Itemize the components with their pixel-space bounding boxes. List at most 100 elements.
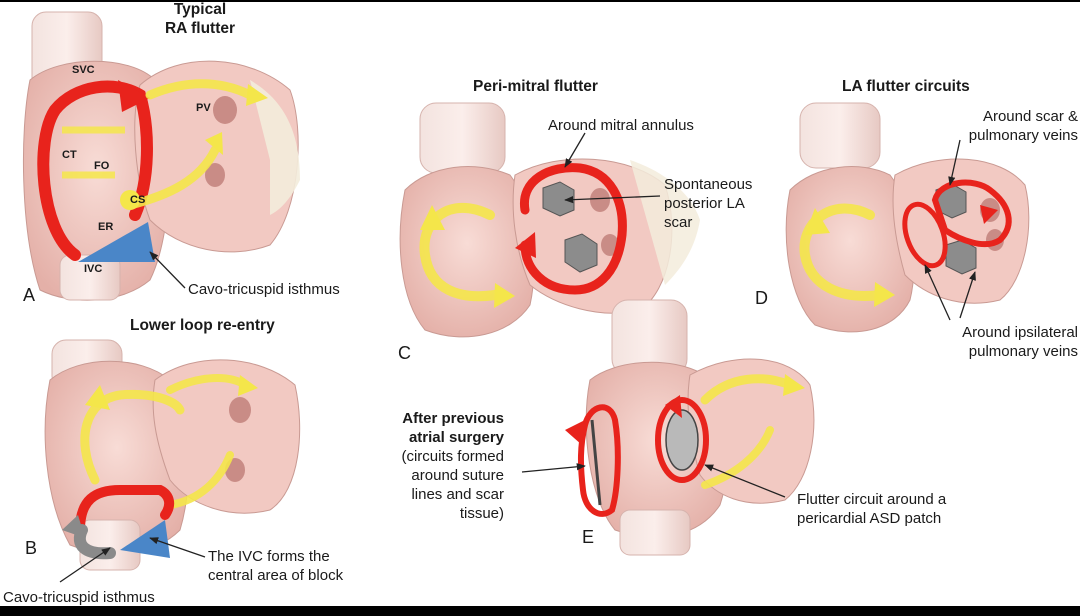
panel-d-scar-callout-line2: pulmonary veins bbox=[968, 127, 1078, 144]
panel-c-red-arrowhead bbox=[515, 232, 536, 258]
panel-a-yellow-to-la bbox=[125, 145, 220, 210]
panel-a-title-line1: Typical bbox=[173, 1, 227, 18]
panel-e-suture-line bbox=[590, 419, 602, 506]
panel-e-yellow-arc bbox=[700, 374, 795, 405]
panel-b-yellow-to-la bbox=[166, 451, 234, 509]
panel-a-cs-ostium bbox=[120, 190, 140, 210]
panel-b-pv-ostium-1 bbox=[229, 397, 251, 423]
panel-c-red-circuit bbox=[520, 163, 627, 295]
panel-a-label-er: ER bbox=[98, 221, 114, 233]
panel-d-ipsi-callout-line1: Around ipsilateral bbox=[962, 324, 1078, 341]
panel-d-ipsi-leader-1 bbox=[924, 264, 951, 321]
panel-c-yellow-arrowhead-1 bbox=[420, 205, 445, 230]
panel-b-red-circuit bbox=[75, 485, 175, 535]
panel-c-yellow-arrowhead-2 bbox=[494, 283, 515, 308]
panel-e-surgery-line5: lines and scar bbox=[411, 486, 504, 503]
panel-a-label-ct: CT bbox=[62, 149, 77, 161]
panel-b-block-leader bbox=[149, 537, 206, 558]
panel-d-ipsi-leader-2 bbox=[959, 271, 976, 319]
panel-a-label-svc: SVC bbox=[72, 64, 95, 76]
panel-a-letter: A bbox=[23, 285, 36, 305]
panel-d-scar-callout-line1: Around scar & bbox=[982, 108, 1078, 125]
panel-d-red-loop-upper bbox=[931, 179, 1012, 248]
panel-e-surgery-title-line2: atrial surgery bbox=[408, 429, 504, 446]
top-border bbox=[0, 0, 1080, 2]
panel-d-red-loop-lower bbox=[902, 201, 948, 269]
panel-c-annulus-leader bbox=[564, 132, 586, 168]
panel-b-isthmus-leader bbox=[59, 547, 111, 583]
panel-b-gray-arrowhead bbox=[62, 515, 85, 538]
panel-b-la-chamber bbox=[152, 359, 301, 514]
panel-c-scar-callout-line3: scar bbox=[664, 214, 693, 231]
panel-a-ivc-vessel bbox=[59, 254, 121, 301]
panel-c-letter: C bbox=[398, 343, 411, 363]
panel-a-label-fo: FO bbox=[94, 160, 110, 172]
panel-c-yellow-loop bbox=[419, 202, 500, 302]
panel-e-surgery-line4: around suture bbox=[411, 467, 504, 484]
panel-a-pv-ostium-2 bbox=[205, 163, 225, 187]
panel-a-label-ivc: IVC bbox=[84, 263, 103, 275]
panel-a-red-circuit bbox=[37, 80, 153, 261]
panel-d-scar-leader bbox=[948, 139, 961, 186]
panel-a-heart bbox=[22, 11, 300, 301]
panel-a-yellow-arrowhead-la bbox=[205, 132, 223, 155]
panel-e-letter: E bbox=[582, 527, 595, 547]
panel-e-asd-patch bbox=[665, 409, 699, 471]
panel-e-patch-leader bbox=[704, 464, 786, 498]
panel-e-surgery-leader bbox=[521, 463, 586, 473]
panel-e-surgery-line3: (circuits formed bbox=[401, 448, 504, 465]
panel-e-patch-callout-line2: pericardial ASD patch bbox=[797, 510, 942, 527]
panel-a-yellow-arrowhead-top bbox=[246, 84, 268, 106]
panel-c-pv-ostium-1 bbox=[590, 188, 610, 212]
panel-d-yellow-arrowhead-2 bbox=[874, 282, 895, 307]
panel-a-label-cs: CS bbox=[130, 194, 146, 206]
panel-e-yellow-to-la bbox=[701, 426, 774, 489]
panel-d-yellow-arrowhead-1 bbox=[805, 208, 830, 235]
panel-d-letter: D bbox=[755, 288, 768, 308]
panel-b-block-callout-line1: The IVC forms the bbox=[208, 548, 330, 565]
panel-b-isthmus-callout: Cavo-tricuspid isthmus bbox=[3, 589, 155, 606]
panel-b-title: Lower loop re-entry bbox=[130, 317, 275, 334]
panel-d-yellow-loop bbox=[799, 203, 885, 301]
panel-a-pv-ostium-1 bbox=[213, 96, 237, 124]
panel-c-scar-leader bbox=[564, 195, 661, 204]
panel-e-ivc-vessel bbox=[619, 509, 691, 556]
panel-a-label-pv: PV bbox=[196, 102, 211, 114]
panel-b-letter: B bbox=[25, 538, 38, 558]
panel-b-yellow-loop bbox=[80, 389, 185, 485]
panel-a-red-arrowhead bbox=[118, 80, 150, 112]
panel-c-scar-upper bbox=[542, 181, 575, 217]
panel-d-vessel bbox=[799, 102, 881, 169]
panel-e-heart bbox=[565, 299, 815, 556]
panel-c-title: Peri-mitral flutter bbox=[473, 78, 598, 95]
panel-b-yellow-arrowhead-top bbox=[238, 375, 258, 396]
panel-c-scar-callout-line1: Spontaneous bbox=[664, 176, 753, 193]
panel-e-patch-arrowhead bbox=[665, 395, 682, 418]
panel-d-red-arrowhead bbox=[980, 205, 998, 224]
panel-c-annulus-callout: Around mitral annulus bbox=[548, 117, 694, 134]
panel-e-patch-circuit bbox=[655, 397, 709, 483]
panel-e-suture-arrowhead bbox=[565, 420, 585, 445]
bottom-border bbox=[0, 606, 1080, 616]
panel-a-isthmus-callout: Cavo-tricuspid isthmus bbox=[188, 281, 340, 298]
panel-d-title: LA flutter circuits bbox=[842, 78, 970, 95]
panel-c-fat bbox=[630, 160, 700, 285]
panel-a-yellow-arc-top bbox=[145, 79, 255, 100]
panel-e-patch-callout-line1: Flutter circuit around a bbox=[797, 491, 947, 508]
panel-c-scar-callout-line2: posterior LA bbox=[664, 195, 745, 212]
panel-c-scar-lower bbox=[564, 233, 598, 273]
panel-c-vessel bbox=[419, 102, 506, 174]
panel-a-title-line2: RA flutter bbox=[164, 20, 236, 37]
panel-e-surgery-title-line1: After previous bbox=[402, 410, 504, 427]
panel-e-yellow-arrowhead-top bbox=[783, 374, 805, 396]
panel-a-isthmus-region bbox=[78, 222, 155, 262]
panel-b-block-callout-line2: central area of block bbox=[208, 567, 344, 584]
panel-b-heart bbox=[44, 339, 301, 571]
panel-a-fat-right bbox=[250, 80, 300, 215]
panel-a-isthmus-leader bbox=[149, 251, 186, 289]
panel-b-yellow-arrowhead-left bbox=[85, 385, 110, 410]
panel-e-surgery-line6: tissue) bbox=[459, 505, 504, 522]
panel-b-isthmus-region bbox=[120, 520, 170, 558]
